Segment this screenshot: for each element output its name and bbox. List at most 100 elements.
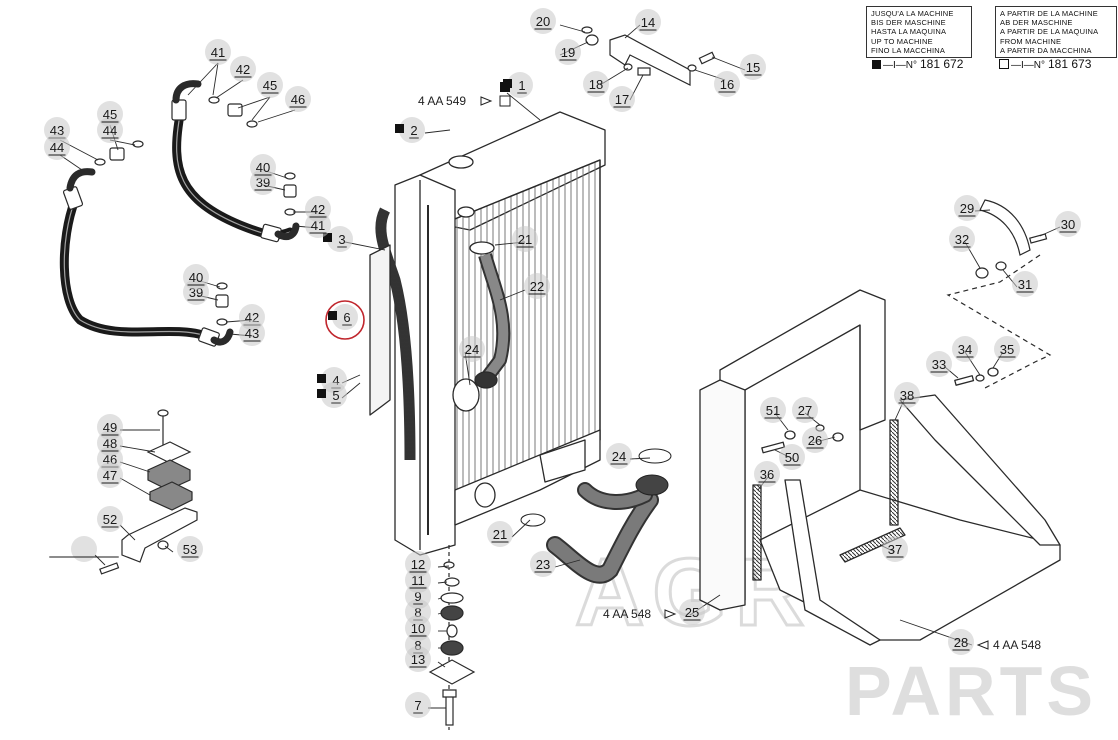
callout-bubble [97,462,123,488]
callout-46: 46 [285,86,311,112]
part-number: 10 [411,621,425,636]
part-number: 16 [720,77,734,92]
part-number: 49 [103,420,117,435]
callout-bubble [405,646,431,672]
callout-22: 22 [524,273,550,299]
part-number: 35 [1000,342,1014,357]
part-number: 48 [103,436,117,451]
top-bracket [581,26,716,86]
part-number: 9 [414,589,421,604]
filled-square-marker [317,374,326,383]
callout-bubble [949,226,975,252]
callout-bubble [530,8,556,34]
part-number: 41 [311,218,325,233]
legend-after-machine-number: 181 673 [1048,57,1092,71]
callout-labels: 1234567889101112131415161718192021212223… [44,8,1081,718]
legend-after-line-4: FROM MACHINE [1000,36,1062,46]
highlight-part-6 [325,300,365,340]
callout-bubble [97,414,123,440]
part-number: 30 [1061,217,1075,232]
callout-47: 47 [97,462,123,488]
callout-bubble [555,39,581,65]
callout-bubble [954,195,980,221]
callout-13: 13 [405,646,431,672]
part-number: 18 [589,77,603,92]
part-number: 21 [493,527,507,542]
part-number: 33 [932,357,946,372]
callout-bubble [507,72,533,98]
legend-before-line-5: FINO LA MACCHINA [871,45,946,55]
part-number: 12 [411,557,425,572]
part-number: 32 [955,232,969,247]
mount-stack [428,545,476,730]
callout-bubble [239,320,265,346]
part-number: 22 [530,279,544,294]
watermark-line2: PARTS [845,652,1097,730]
legend-after-line-2: AB DER MASCHINE [1000,18,1073,28]
callout-17: 17 [609,86,635,112]
callout-26: 26 [802,427,828,453]
callout-bubble [405,551,431,577]
cross-ref-bottom: 4 AA 548 [603,607,651,621]
callout-bubble [779,444,805,470]
leader-lines [59,24,1061,709]
part-number: 19 [561,45,575,60]
callout-bubble [882,536,908,562]
callout-16: 16 [714,71,740,97]
part-number: 2 [410,123,417,138]
callout-42: 42 [305,196,331,222]
part-number: 31 [1018,277,1032,292]
legend-before-line-2: BIS DER MASCHINE [871,18,946,28]
callout-33: 33 [926,351,952,377]
callout-bubble [332,304,358,330]
part-number: 45 [263,78,277,93]
callout-29: 29 [954,195,980,221]
callout-21: 21 [487,521,513,547]
part-number: 5 [332,388,339,403]
part-number: 43 [50,123,64,138]
callout-32: 32 [949,226,975,252]
filled-square-marker [323,233,332,242]
callout-52: 52 [97,506,123,532]
legend-after-machine: A PARTIR DE LA MACHINE AB DER MASCHINE A… [995,6,1117,59]
part-number: 34 [958,342,972,357]
part-number: 3 [338,232,345,247]
part-number: 24 [465,342,479,357]
callout-bubble [250,154,276,180]
callout-37: 37 [882,536,908,562]
callout-bubble [894,382,920,408]
part-number: 42 [311,202,325,217]
callout-49: 49 [97,414,123,440]
callout-50: 50 [779,444,805,470]
legend-before-ref: —I—N°181 672 [872,57,963,71]
callout-bubble [405,615,431,641]
cross-references: 4 AA 549 4 AA 548 4 AA 548 [418,82,1041,652]
callout-bubble [1012,271,1038,297]
cover-plate [946,199,1052,389]
callout-bubble [948,629,974,655]
callout-40: 40 [250,154,276,180]
part-number: 36 [760,467,774,482]
callout-bubble [459,336,485,362]
part-number: 44 [50,140,64,155]
callout-19: 19 [555,39,581,65]
callout-40: 40 [183,264,209,290]
part-number: 29 [960,201,974,216]
part-number: 52 [103,512,117,527]
callout-30: 30 [1055,211,1081,237]
legend-before-line-3: HASTA LA MAQUINA [871,27,947,37]
legend-before-line-4: UP TO MACHINE [871,36,933,46]
callout-18: 18 [583,71,609,97]
part-number: 42 [236,62,250,77]
callout-15: 15 [740,54,766,80]
callout-38: 38 [894,382,920,408]
radiator-assembly [369,111,606,556]
filled-square-marker [328,311,337,320]
callout-34: 34 [952,336,978,362]
filled-square-marker [395,124,404,133]
callout-bubble [230,56,256,82]
cross-ref-top: 4 AA 549 [418,94,466,108]
callout-bubble [994,336,1020,362]
callout-bubble [583,71,609,97]
